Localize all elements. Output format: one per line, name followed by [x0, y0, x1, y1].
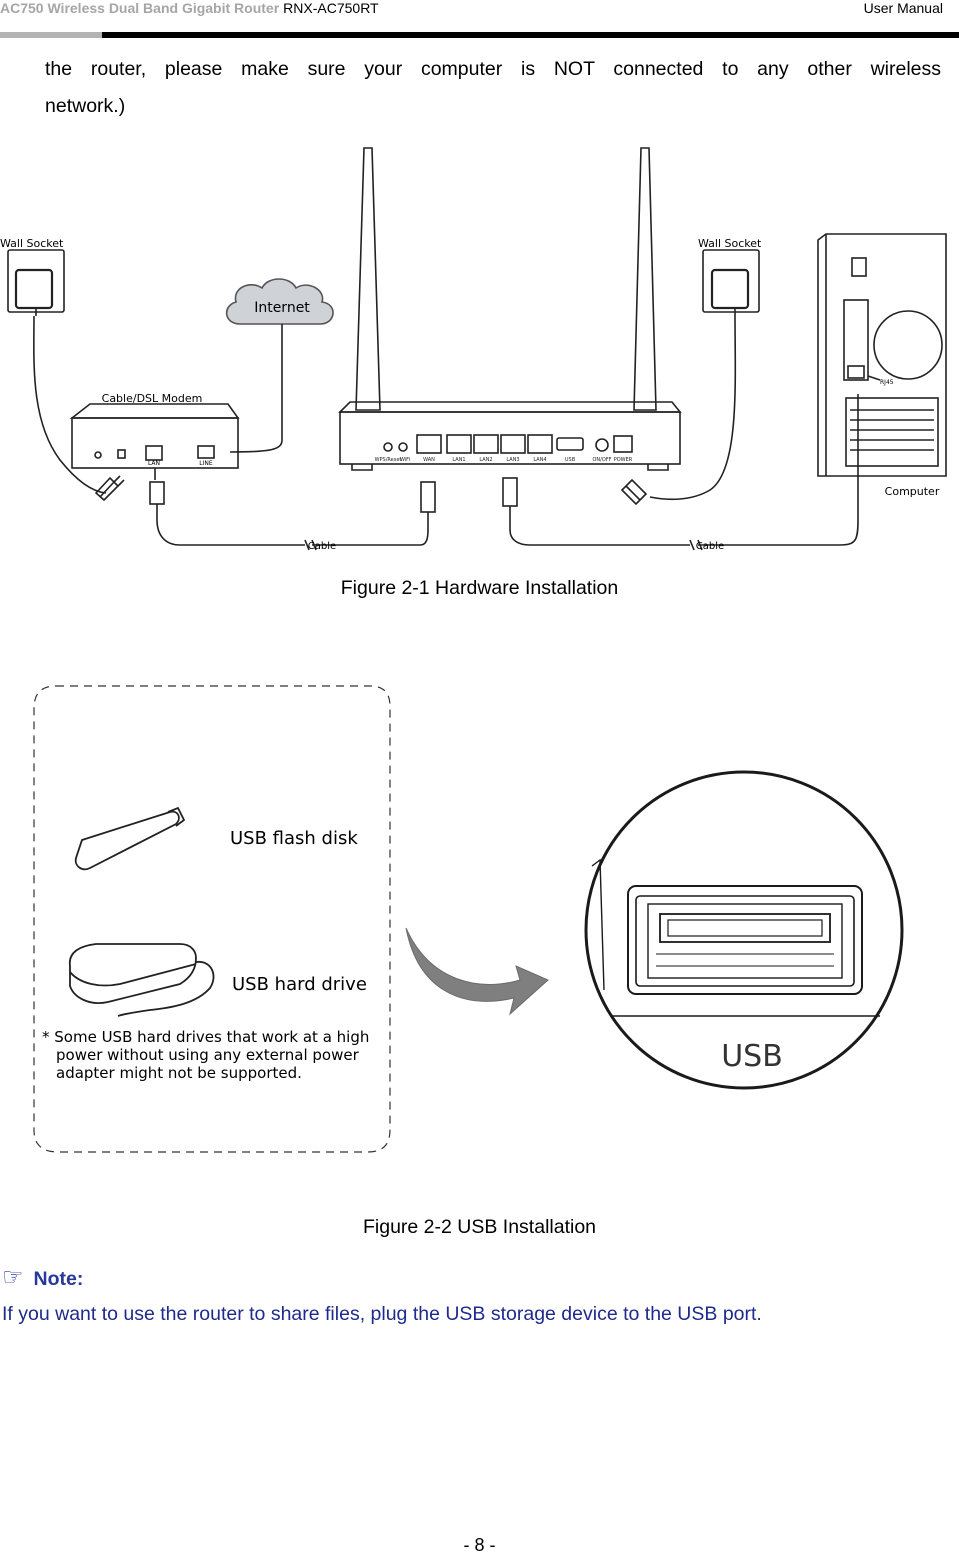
note-heading: ☞ Note:	[2, 1263, 83, 1292]
label-modem: Cable/DSL Modem	[102, 392, 203, 405]
page-number: - 8 -	[463, 1535, 496, 1555]
port-label: LAN2	[479, 457, 492, 463]
hardware-installation-diagram: Wall Socket Internet Cable/DSL Modem LAN…	[0, 147, 947, 552]
port-label: USB	[565, 457, 576, 463]
label-usb-port: USB	[721, 1039, 783, 1074]
note-body: If you want to use the router to share f…	[2, 1303, 762, 1325]
port-label: WiFi	[400, 457, 410, 463]
port-label: LAN1	[452, 457, 465, 463]
label-usb-flash-disk: USB flash disk	[230, 828, 358, 849]
header-doc-title: User Manual	[863, 0, 943, 16]
usb-note-line-3: adapter might not be supported.	[56, 1064, 302, 1082]
label-computer: Computer	[885, 485, 940, 498]
note-title: Note:	[33, 1268, 84, 1290]
label-rj45: RJ45	[880, 379, 894, 386]
intro-line-1: the router, please make sure your comput…	[45, 58, 941, 80]
port-label: LAN3	[506, 457, 519, 463]
label-cable-left: Cable	[308, 541, 336, 552]
usb-installation-diagram: USB flash disk USB hard drive * Some USB…	[33, 685, 904, 1153]
label-internet: Internet	[254, 300, 310, 316]
header-product: AC750 Wireless Dual Band Gigabit Router	[0, 0, 280, 16]
port-label: LAN4	[533, 457, 546, 463]
port-label: ON/OFF	[592, 457, 611, 463]
intro-paragraph: the router, please make sure your comput…	[45, 51, 941, 125]
arrow-icon	[405, 927, 549, 1016]
header-rule-grey	[0, 32, 102, 38]
header-rule-black	[102, 32, 959, 38]
label-cable-right: Cable	[696, 541, 724, 552]
port-label: POWER	[614, 457, 633, 463]
port-label: WAN	[423, 457, 435, 463]
usb-note-line-1: * Some USB hard drives that work at a hi…	[42, 1028, 369, 1046]
pointing-hand-icon: ☞	[2, 1264, 24, 1291]
label-wall-socket-right: Wall Socket	[698, 237, 762, 250]
label-modem-line: LINE	[199, 460, 213, 467]
intro-line-2: network.)	[45, 95, 126, 117]
label-wall-socket-left: Wall Socket	[0, 237, 64, 250]
usb-note-line-2: power without using any external power	[56, 1046, 360, 1064]
figure-1-caption: Figure 2-1 Hardware Installation	[340, 577, 619, 599]
header-model: RNX-AC750RT	[283, 0, 379, 16]
label-usb-hard-drive: USB hard drive	[232, 974, 367, 995]
label-modem-lan: LAN	[148, 460, 160, 467]
figure-2-caption: Figure 2-2 USB Installation	[362, 1216, 597, 1238]
port-label: WPS/Reset	[375, 457, 402, 463]
